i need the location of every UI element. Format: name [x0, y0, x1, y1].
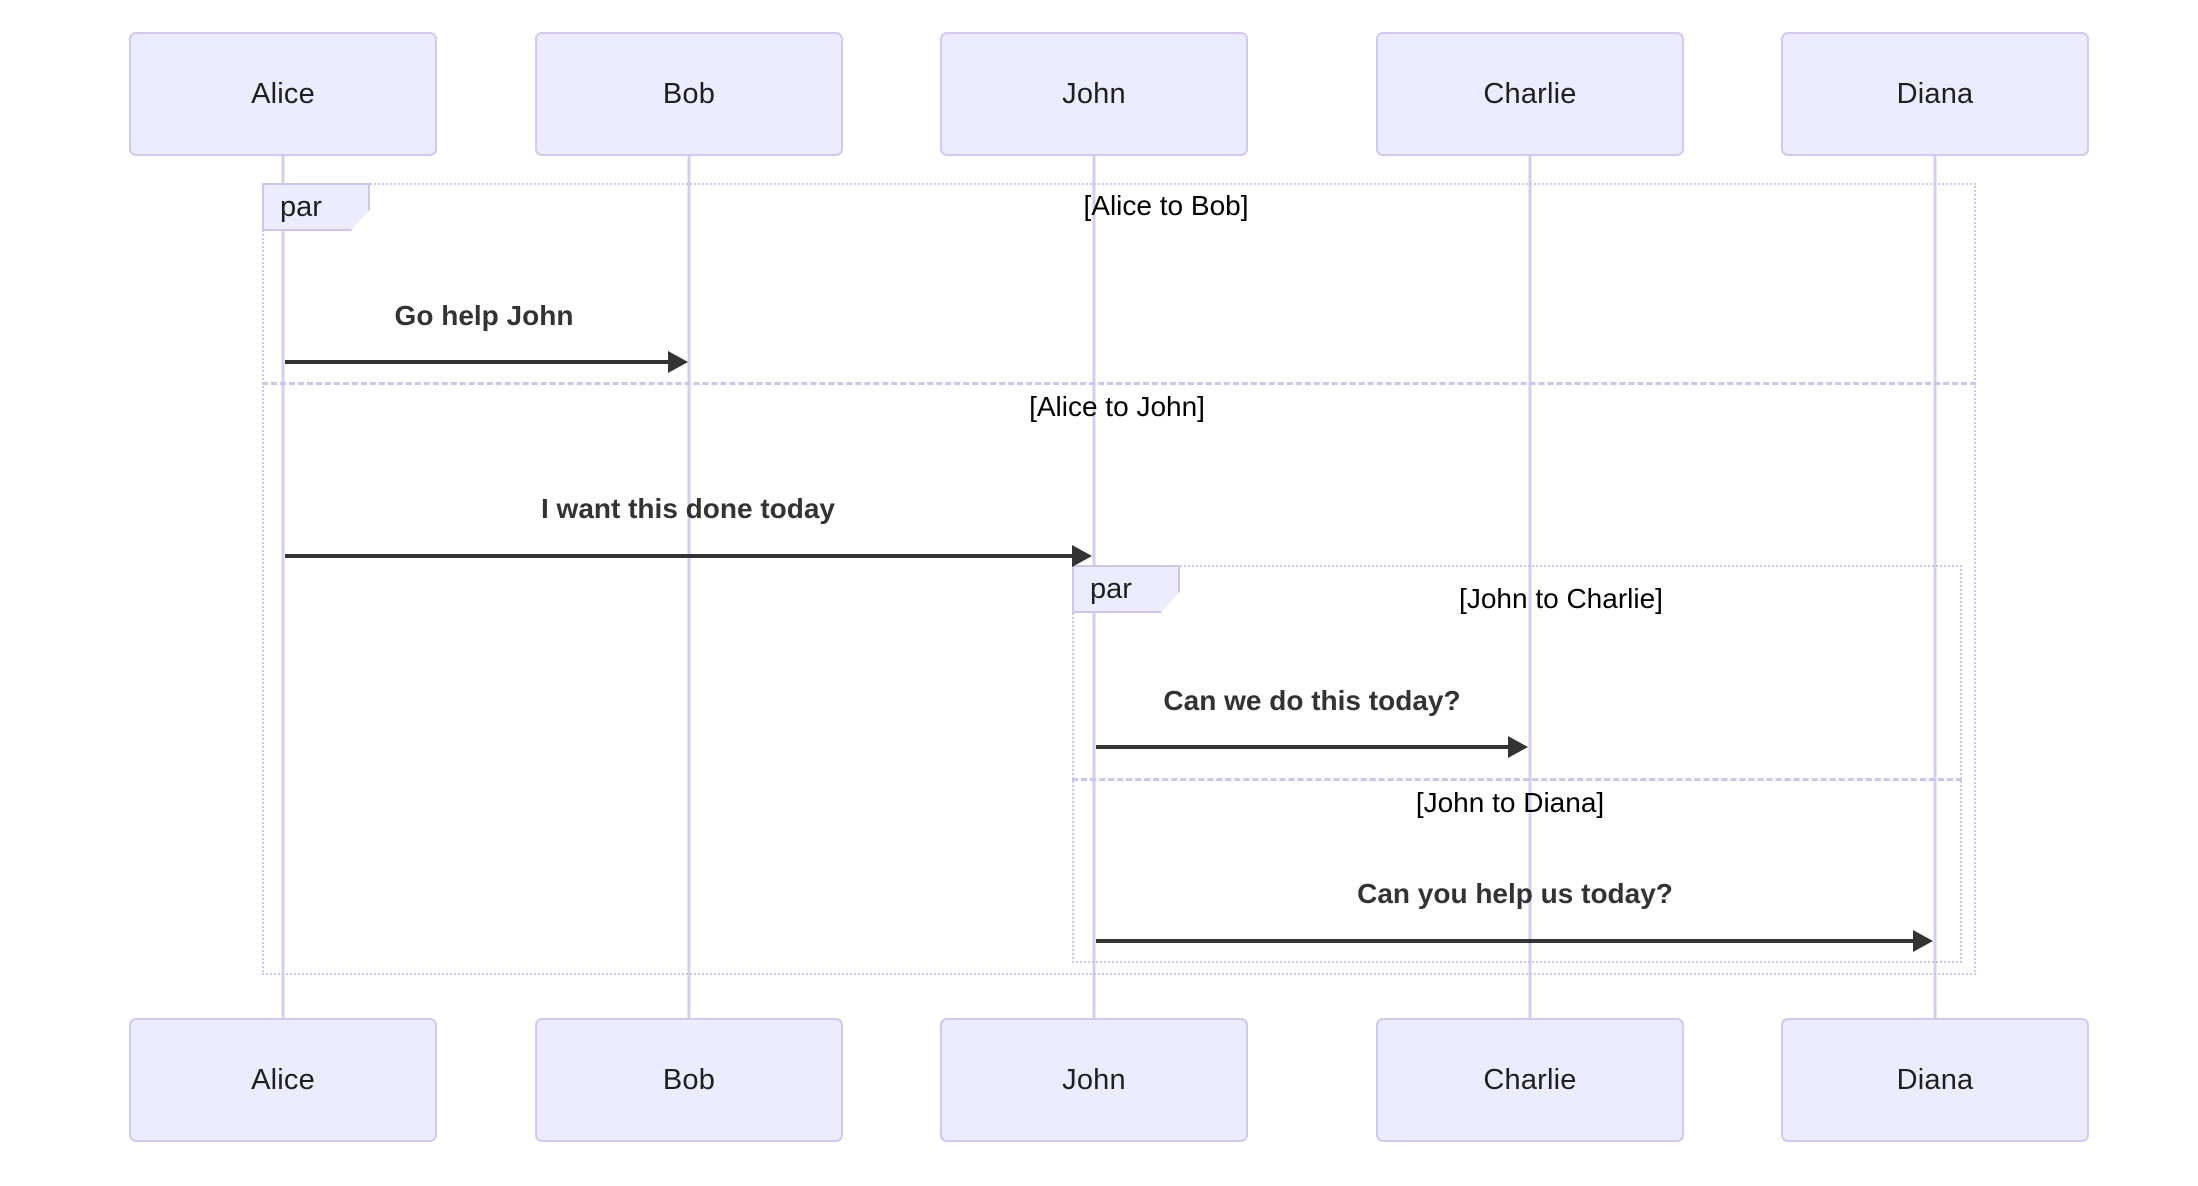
lifeline-charlie: [1528, 156, 1532, 1018]
lifeline-diana: [1933, 156, 1937, 1018]
participant-box-charlie[interactable]: Charlie: [1376, 32, 1684, 156]
fragment-section-title-inner-par-1: [John to Diana]: [1415, 787, 1605, 818]
message-line-m2: [285, 554, 1074, 558]
message-label-m2: I want this done today: [540, 493, 836, 524]
participant-box-bottom-charlie[interactable]: Charlie: [1376, 1018, 1684, 1142]
fragment-section-title-outer-par-1: [Alice to John]: [1029, 391, 1205, 422]
participant-box-bottom-bob[interactable]: Bob: [535, 1018, 843, 1142]
participant-box-bottom-alice[interactable]: Alice: [129, 1018, 437, 1142]
message-arrowhead-m4: [1913, 930, 1933, 952]
fragment-divider-inner-par-1: [1072, 778, 1962, 781]
lifeline-alice: [281, 156, 285, 1018]
fragment-keyword-inner-par: par: [1072, 565, 1180, 613]
message-label-m4: Can you help us today?: [1357, 878, 1673, 909]
message-arrowhead-m2: [1072, 545, 1092, 567]
message-arrowhead-m1: [668, 351, 688, 373]
message-arrowhead-m3: [1508, 736, 1528, 758]
participant-box-bottom-diana[interactable]: Diana: [1781, 1018, 2089, 1142]
participant-box-alice[interactable]: Alice: [129, 32, 437, 156]
fragment-divider-outer-par-1: [262, 382, 1976, 385]
message-line-m4: [1096, 939, 1915, 943]
message-label-m1: Go help John: [394, 300, 574, 331]
participant-box-bob[interactable]: Bob: [535, 32, 843, 156]
fragment-box-inner-par: [1072, 565, 1962, 963]
participant-box-bottom-john[interactable]: John: [940, 1018, 1248, 1142]
message-line-m3: [1096, 745, 1510, 749]
fragment-section-title-outer-par-0: [Alice to Bob]: [1083, 190, 1249, 221]
participant-box-diana[interactable]: Diana: [1781, 32, 2089, 156]
lifeline-bob: [687, 156, 691, 1018]
fragment-keyword-outer-par: par: [262, 183, 370, 231]
message-line-m1: [285, 360, 670, 364]
fragment-section-title-inner-par-0: [John to Charlie]: [1459, 583, 1663, 614]
message-label-m3: Can we do this today?: [1163, 685, 1461, 716]
fragment-box-outer-par: [262, 183, 1976, 975]
participant-box-john[interactable]: John: [940, 32, 1248, 156]
